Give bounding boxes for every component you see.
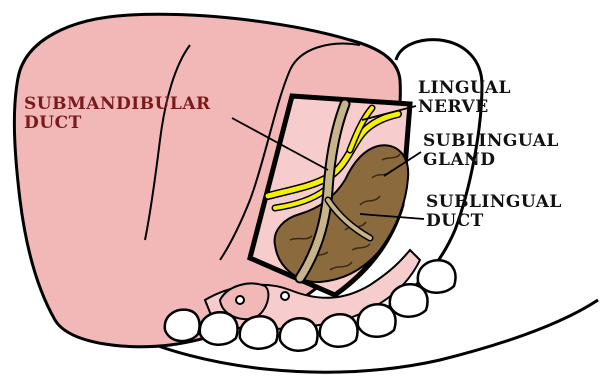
tooth xyxy=(200,312,238,344)
sublingual-gland-label: SUBLINGUAL GLAND xyxy=(423,132,559,170)
tooth xyxy=(320,314,358,346)
tooth xyxy=(280,318,318,350)
tooth xyxy=(165,310,200,341)
label-line: SUBLINGUAL xyxy=(426,193,562,212)
label-line: DUCT xyxy=(24,114,211,133)
label-line: SUBMANDIBULAR xyxy=(24,95,211,114)
label-line: NERVE xyxy=(418,98,511,117)
label-line: SUBLINGUAL xyxy=(423,132,559,151)
label-line: DUCT xyxy=(426,212,562,231)
lingual-nerve-label: LINGUAL NERVE xyxy=(418,79,511,117)
tooth xyxy=(390,284,428,316)
tooth xyxy=(240,316,278,348)
tooth xyxy=(418,260,456,292)
tooth xyxy=(358,304,396,336)
label-line: GLAND xyxy=(423,151,559,170)
label-line: LINGUAL xyxy=(418,79,511,98)
duct-opening-right xyxy=(281,292,289,300)
submandibular-duct-label: SUBMANDIBULAR DUCT xyxy=(24,95,211,133)
sublingual-duct-label: SUBLINGUAL DUCT xyxy=(426,193,562,231)
duct-opening-left xyxy=(236,296,244,304)
